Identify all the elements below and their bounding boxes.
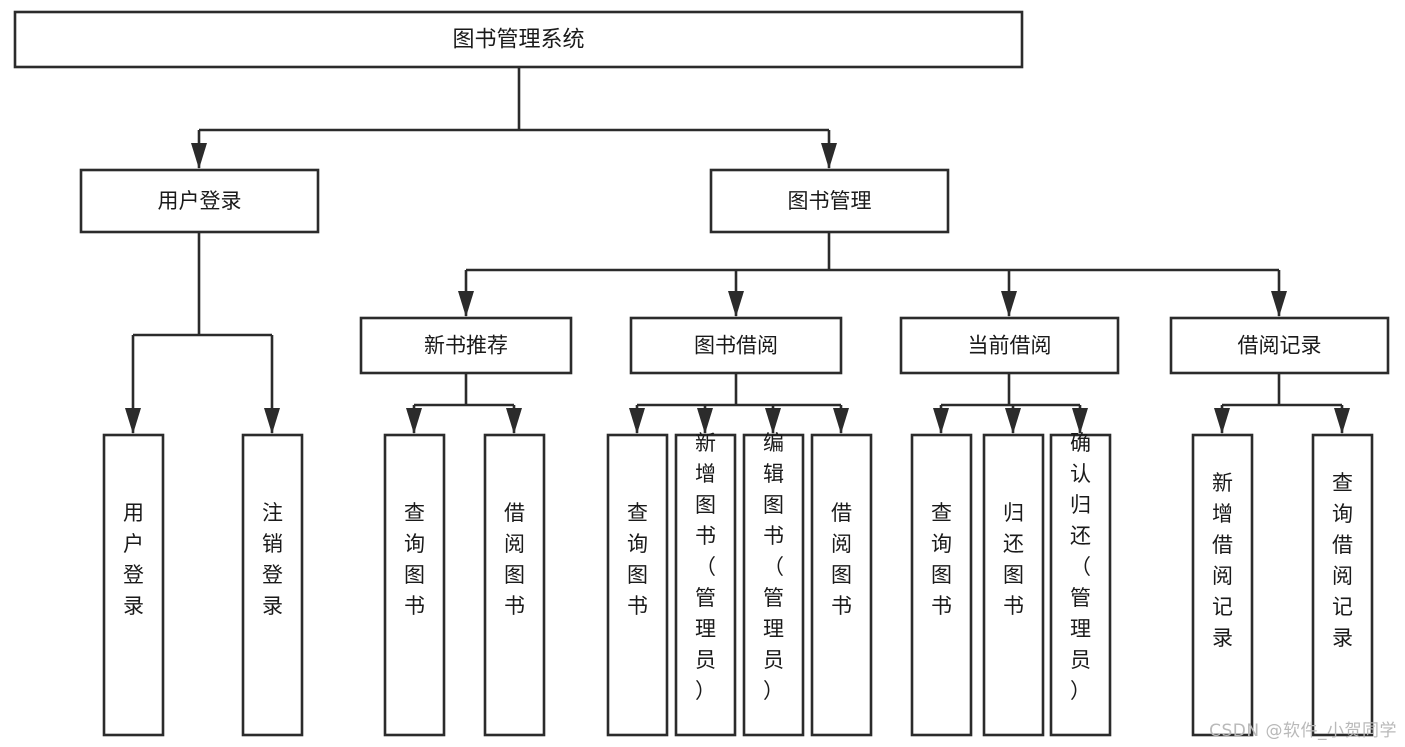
node-leaf-4-label: 查询图书 — [627, 501, 648, 618]
manage-drop-1-arrow-icon — [728, 291, 744, 317]
connector-layer — [125, 67, 1350, 434]
node-leaf-2-label: 查询图书 — [404, 501, 425, 618]
root-drop-0-arrow-icon — [191, 143, 207, 169]
node-level2-0[interactable]: 用户登录 — [79, 168, 320, 234]
node-leaf-9-label: 归还图书 — [1003, 501, 1024, 618]
node-level3-3-rect[interactable] — [1169, 316, 1390, 375]
group-2-drop-0-arrow-icon — [933, 408, 949, 434]
node-leaf-4[interactable]: 查询图书 — [606, 433, 669, 737]
root-drop-1-arrow-icon — [821, 143, 837, 169]
group-2-drop-1-arrow-icon — [1005, 408, 1021, 434]
node-level2-1[interactable]: 图书管理 — [709, 168, 950, 234]
node-leaf-6[interactable]: 编辑图书（管理员） — [742, 431, 805, 737]
node-leaf-4-rect[interactable] — [606, 433, 669, 737]
node-leaf-1-label: 注销登录 — [262, 501, 283, 618]
node-root-图书管理系统-label: 图书管理系统 — [452, 28, 584, 53]
node-leaf-3-label: 借阅图书 — [504, 501, 525, 618]
login-drop-0-arrow-icon — [125, 408, 141, 434]
node-level3-1-label: 图书借阅 — [694, 334, 778, 358]
node-leaf-1-rect[interactable] — [241, 433, 304, 737]
group-0-drop-0-arrow-icon — [406, 408, 422, 434]
node-leaf-0-label: 用户登录 — [123, 501, 144, 618]
node-leaf-5-label: 新增图书（管理员） — [695, 431, 716, 703]
node-root-图书管理系统-rect[interactable] — [13, 10, 1024, 69]
node-leaf-6-label: 编辑图书（管理员） — [763, 431, 784, 703]
group-3-drop-0-arrow-icon — [1214, 408, 1230, 434]
node-leaf-1[interactable]: 注销登录 — [241, 433, 304, 737]
node-leaf-8-label: 查询图书 — [931, 501, 952, 618]
manage-drop-2-arrow-icon — [1001, 291, 1017, 317]
node-leaf-7-rect[interactable] — [810, 433, 873, 737]
node-leaf-0[interactable]: 用户登录 — [102, 433, 165, 737]
node-leaf-11-rect[interactable] — [1191, 433, 1254, 737]
node-leaf-12[interactable]: 查询借阅记录 — [1311, 433, 1374, 737]
node-level3-3-label: 借阅记录 — [1238, 334, 1322, 358]
node-leaf-8[interactable]: 查询图书 — [910, 433, 973, 737]
node-level3-0[interactable]: 新书推荐 — [359, 316, 573, 375]
group-1-drop-2-arrow-icon — [765, 408, 781, 434]
node-leaf-7-label: 借阅图书 — [831, 501, 852, 618]
node-level2-1-label: 图书管理 — [788, 189, 872, 213]
node-level3-0-label: 新书推荐 — [424, 334, 508, 358]
login-drop-1-arrow-icon — [264, 408, 280, 434]
group-2-drop-2-arrow-icon — [1072, 408, 1088, 434]
group-1-drop-1-arrow-icon — [697, 408, 713, 434]
node-leaf-8-rect[interactable] — [910, 433, 973, 737]
node-leaf-3-rect[interactable] — [483, 433, 546, 737]
node-leaf-12-rect[interactable] — [1311, 433, 1374, 737]
node-leaf-0-rect[interactable] — [102, 433, 165, 737]
node-leaf-11[interactable]: 新增借阅记录 — [1191, 433, 1254, 737]
node-level3-0-rect[interactable] — [359, 316, 573, 375]
manage-drop-0-arrow-icon — [458, 291, 474, 317]
node-leaf-10[interactable]: 确认归还（管理员） — [1049, 431, 1112, 737]
group-1-drop-0-arrow-icon — [629, 408, 645, 434]
node-level2-0-rect[interactable] — [79, 168, 320, 234]
node-level3-2-label: 当前借阅 — [968, 334, 1052, 358]
node-leaf-11-label: 新增借阅记录 — [1212, 471, 1233, 650]
group-0-drop-1-arrow-icon — [506, 408, 522, 434]
csdn-watermark: CSDN @软件_小贺同学 — [1209, 721, 1397, 741]
node-leaf-3[interactable]: 借阅图书 — [483, 433, 546, 737]
node-leaf-9-rect[interactable] — [982, 433, 1045, 737]
node-level2-0-label: 用户登录 — [158, 189, 242, 213]
group-1-drop-3-arrow-icon — [833, 408, 849, 434]
group-3-drop-1-arrow-icon — [1334, 408, 1350, 434]
node-leaf-5-rect[interactable] — [674, 433, 737, 737]
node-level3-2[interactable]: 当前借阅 — [899, 316, 1120, 375]
node-level3-1-rect[interactable] — [629, 316, 843, 375]
node-level2-1-rect[interactable] — [709, 168, 950, 234]
node-leaf-2[interactable]: 查询图书 — [383, 433, 446, 737]
node-level3-3[interactable]: 借阅记录 — [1169, 316, 1390, 375]
node-leaf-10-rect[interactable] — [1049, 433, 1112, 737]
node-leaf-12-label: 查询借阅记录 — [1332, 471, 1353, 650]
node-leaf-2-rect[interactable] — [383, 433, 446, 737]
node-leaf-7[interactable]: 借阅图书 — [810, 433, 873, 737]
node-leaf-9[interactable]: 归还图书 — [982, 433, 1045, 737]
node-leaf-6-rect[interactable] — [742, 433, 805, 737]
manage-drop-3-arrow-icon — [1271, 291, 1287, 317]
node-root-图书管理系统[interactable]: 图书管理系统 — [13, 10, 1024, 69]
node-level3-1[interactable]: 图书借阅 — [629, 316, 843, 375]
node-layer: 图书管理系统用户登录图书管理新书推荐图书借阅当前借阅借阅记录用户登录注销登录查询… — [13, 10, 1390, 737]
node-leaf-10-label: 确认归还（管理员） — [1070, 431, 1091, 703]
node-level3-2-rect[interactable] — [899, 316, 1120, 375]
node-leaf-5[interactable]: 新增图书（管理员） — [674, 431, 737, 737]
